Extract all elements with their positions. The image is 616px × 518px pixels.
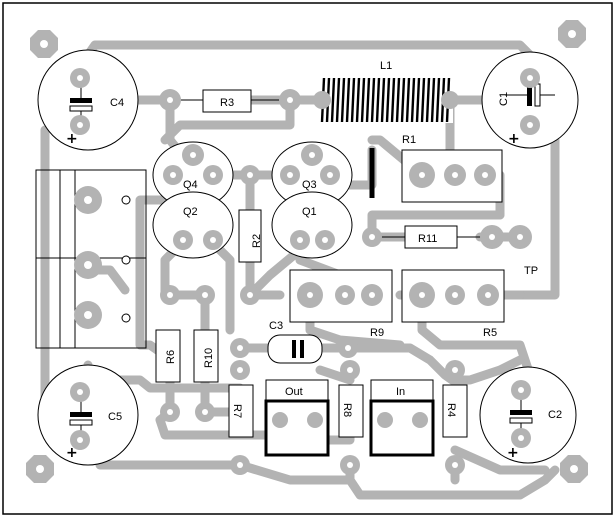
c3-label: C3 [269,320,283,332]
connector-in: In [369,379,435,457]
c1-label: C1 [498,92,510,106]
resistor-r8: R8 [338,384,364,438]
capacitor-c3: C3 [267,320,323,364]
r2-label: R2 [251,234,263,248]
r1-label: R1 [402,134,416,146]
capacitor-c2: C2 + [479,366,577,464]
c5-plus-mark: + [66,445,78,461]
r5-label: R5 [483,327,497,339]
q1-label: Q1 [302,206,317,218]
c4-plus-mark: + [66,131,78,147]
out-label: Out [285,386,303,398]
q2-label: Q2 [183,206,198,218]
transistor-q4: Q4 [152,141,234,209]
tp-label: TP [524,265,538,277]
transistor-q2: Q2 [152,191,234,259]
q3-label: Q3 [302,179,317,191]
q4-label: Q4 [183,179,198,191]
transistor-q3: Q3 [271,141,353,209]
resistor-r2: R2 [238,209,263,263]
c4-label: C4 [110,97,124,109]
inductor-l1: L1 [318,60,453,123]
r4-label: R4 [445,403,457,417]
r11-label: R11 [418,233,437,245]
resistor-r6: R6 [155,329,181,383]
l1-label: L1 [380,60,392,72]
resistor-r10: R10 [193,329,219,383]
c1-plus-mark: + [508,131,520,147]
capacitor-c4: C4 + [37,49,139,151]
r6-label: R6 [165,350,177,364]
c2-plus-mark: + [507,445,519,461]
capacitor-c5: C5 + [37,364,139,466]
c2-label: C2 [548,409,562,421]
r8-label: R8 [341,403,353,417]
pad-holes [36,30,578,473]
r10-label: R10 [203,348,215,368]
resistor-r7: R7 [228,384,254,438]
capacitor-c1: C1 + [481,51,579,149]
c5-label: C5 [108,411,122,423]
transistor-q1: Q1 [271,191,353,259]
r7-label: R7 [231,404,243,418]
resistor-r4: R4 [442,384,468,438]
in-label: In [396,386,405,398]
r9-label: R9 [370,327,384,339]
r3-label: R3 [220,97,234,109]
